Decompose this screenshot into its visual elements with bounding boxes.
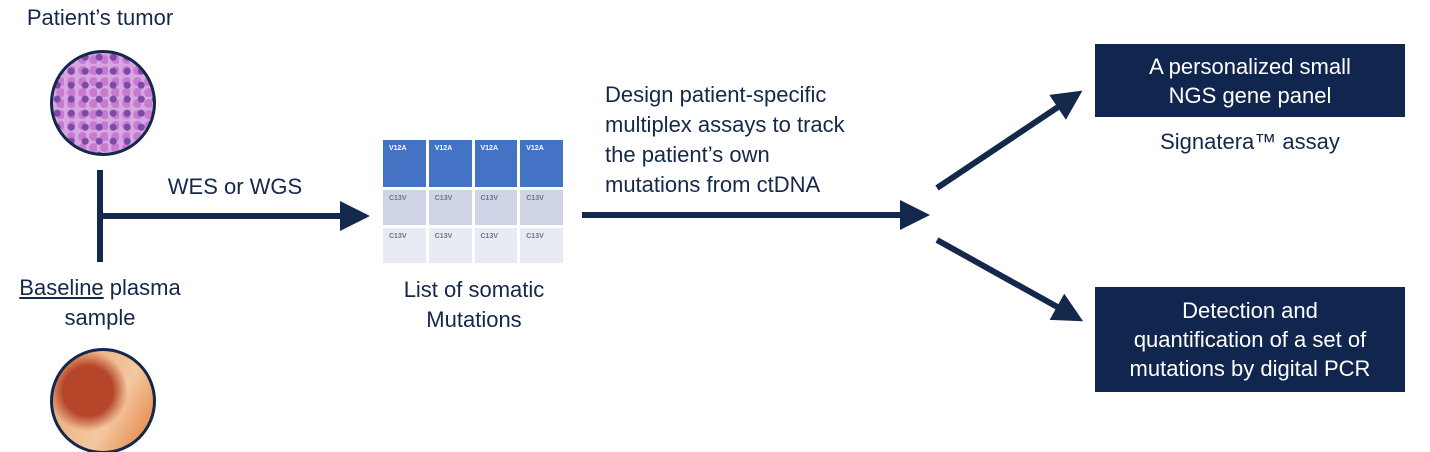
table-header-cell: V12A xyxy=(520,140,563,187)
table-header-cell: V12A xyxy=(474,140,518,187)
tumor-label: Patient’s tumor xyxy=(26,5,174,30)
ngs-panel-box: A personalized small NGS gene panel xyxy=(1095,44,1405,117)
table-header-cell: V12A xyxy=(383,140,426,187)
plasma-label-line2: sample xyxy=(64,305,136,330)
table-cell: C13V xyxy=(383,228,426,263)
pcr-box-line: mutations by digital PCR xyxy=(1129,356,1371,381)
mutation-table: V12A V12A V12A V12A C13V C13V C13V C13V … xyxy=(383,140,563,263)
table-cell: C13V xyxy=(520,228,563,263)
table-cell: C13V xyxy=(428,228,472,263)
table-caption-line2: Mutations xyxy=(426,307,522,332)
pcr-box-line: quantification of a set of xyxy=(1133,327,1367,352)
table-cell: C13V xyxy=(383,190,426,225)
design-text-line: Design patient-specific xyxy=(605,82,827,107)
plasma-label-rest: plasma xyxy=(103,275,181,300)
design-text-line: the patient’s own xyxy=(605,142,770,167)
digital-pcr-box: Detection and quantification of a set of… xyxy=(1095,287,1405,392)
sequencing-label: WES or WGS xyxy=(167,174,303,199)
arrow-to-pcr xyxy=(935,237,1084,322)
baseline-underlined: Baseline xyxy=(19,275,104,300)
design-text-line: multiplex assays to track xyxy=(605,112,845,137)
arrow-to-ngs xyxy=(935,90,1083,191)
signatera-caption: Signatera™ assay xyxy=(1160,129,1340,154)
ngs-box-line: A personalized small xyxy=(1149,53,1351,79)
table-caption-line1: List of somatic xyxy=(403,277,545,302)
plasma-label: Baseline plasma xyxy=(0,273,200,303)
table-cell: C13V xyxy=(474,190,518,225)
pcr-box-line: Detection and xyxy=(1182,298,1318,323)
design-text-line: mutations from ctDNA xyxy=(605,172,821,197)
tumor-histology-image xyxy=(50,50,156,156)
table-cell: C13V xyxy=(474,228,518,263)
table-cell: C13V xyxy=(520,190,563,225)
table-header-cell: V12A xyxy=(428,140,472,187)
ngs-box-line: NGS gene panel xyxy=(1168,82,1332,108)
table-cell: C13V xyxy=(428,190,472,225)
plasma-dna-image xyxy=(50,348,156,452)
